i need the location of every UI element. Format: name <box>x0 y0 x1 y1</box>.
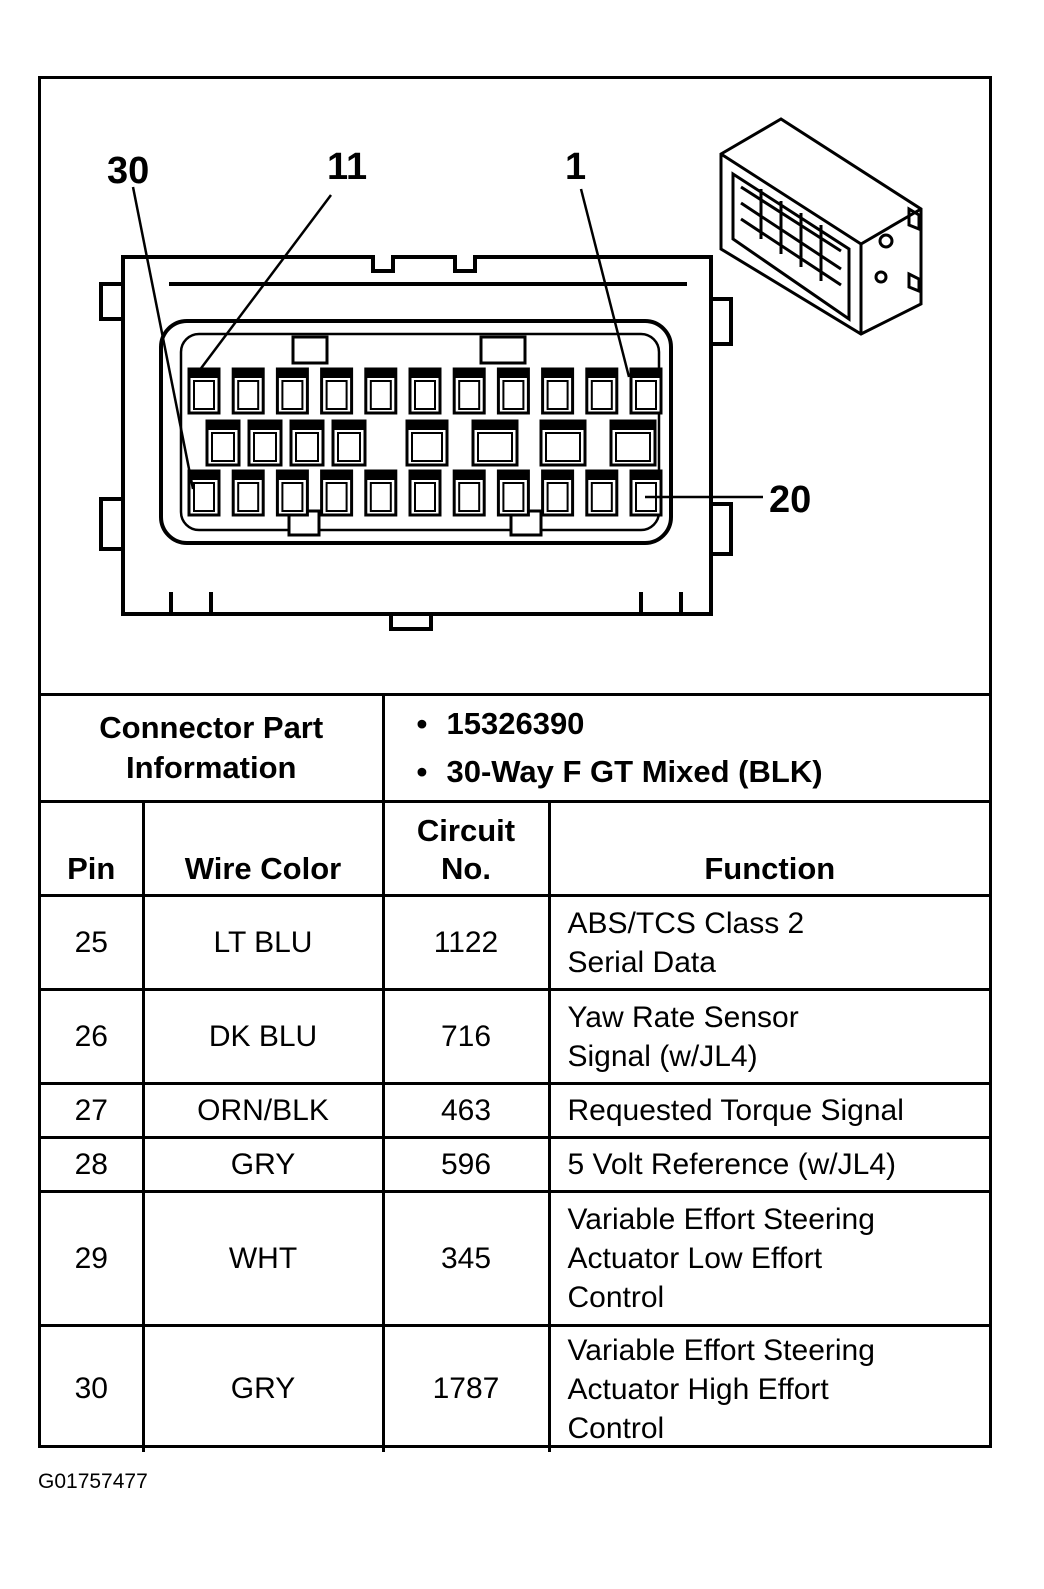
pin-cavities <box>187 367 663 517</box>
pin-cavity <box>405 419 449 467</box>
pin-cavity <box>408 469 442 517</box>
wire-color-cell: GRY <box>141 1136 385 1193</box>
pin-cavity <box>541 367 575 415</box>
part-number: 15326390 <box>447 700 990 748</box>
function-line: Actuator Low Effort <box>567 1242 823 1275</box>
pin-cavity <box>231 469 265 517</box>
function-cell: 5 Volt Reference (w/JL4) <box>547 1136 990 1193</box>
function-line: Serial Data <box>567 945 716 979</box>
function-cell: Requested Torque Signal <box>547 1082 990 1139</box>
figure-frame: 30 11 1 20 Connector Part Information <box>38 76 992 1452</box>
function-line: Control <box>567 1411 665 1445</box>
pin-cavity <box>629 469 663 517</box>
connector-diagram: 30 11 1 20 <box>99 117 923 631</box>
pin-cell: 29 <box>41 1190 145 1327</box>
header-wire-color: Wire Color <box>141 800 385 896</box>
pin-cavity <box>247 419 283 467</box>
callout-label-30: 30 <box>107 150 149 192</box>
function-line: Actuator High Effort <box>567 1372 829 1406</box>
circuit-cell: 716 <box>381 988 551 1085</box>
function-line: Variable Effort Steering <box>567 1203 875 1236</box>
pin-cavity <box>609 419 657 467</box>
pin-cavity <box>187 367 221 415</box>
pin-cavity <box>408 367 442 415</box>
pin-cell: 30 <box>41 1324 145 1452</box>
circuit-cell: 1122 <box>381 894 551 991</box>
connector-perspective-view <box>719 117 923 336</box>
inner-shell-outer <box>159 319 673 545</box>
wire-color-cell: GRY <box>141 1324 385 1452</box>
pin-cell: 25 <box>41 894 145 991</box>
wire-color-cell: DK BLU <box>141 988 385 1085</box>
function-cell: ABS/TCS Class 2 Serial Data <box>547 894 990 991</box>
connector-description: 30-Way F GT Mixed (BLK) <box>447 748 990 796</box>
pin-cavity <box>331 419 367 467</box>
header-row: Pin Wire Color Circuit No. Function <box>41 800 990 896</box>
function-line: Yaw Rate Sensor <box>567 1000 799 1034</box>
latches <box>287 335 543 537</box>
pin-cavity <box>585 367 619 415</box>
wire-color-cell: WHT <box>141 1190 385 1327</box>
pin-cavity <box>205 419 241 467</box>
header-circuit-no: Circuit No. <box>381 800 551 896</box>
callout-label-20: 20 <box>769 479 811 521</box>
connector-info-row: Connector Part Information 15326390 30-W… <box>41 693 990 803</box>
header-pin: Pin <box>41 800 145 896</box>
pin-cavity <box>364 367 398 415</box>
header-function: Function <box>547 800 990 896</box>
wire-color-cell: LT BLU <box>141 894 385 991</box>
connector-info-values: 15326390 30-Way F GT Mixed (BLK) <box>381 693 990 803</box>
pin-cavity <box>541 469 575 517</box>
wire-color-cell: ORN/BLK <box>141 1082 385 1139</box>
pin-cavity <box>585 469 619 517</box>
function-line: Control <box>567 1281 665 1314</box>
pin-cavity <box>496 469 530 517</box>
pin-cavity <box>231 367 265 415</box>
connector-housing <box>99 255 733 631</box>
callout-label-1: 1 <box>565 146 586 188</box>
pin-cavity <box>289 419 325 467</box>
pin-cell: 28 <box>41 1136 145 1193</box>
function-line: Requested Torque Signal <box>567 1094 904 1127</box>
connector-table: Connector Part Information 15326390 30-W… <box>41 693 990 1452</box>
callout-lines <box>131 186 763 499</box>
connector-info-label: Connector Part Information <box>41 693 385 803</box>
pin-cavity <box>275 469 309 517</box>
pin-cell: 26 <box>41 988 145 1085</box>
pin-cavity <box>320 469 354 517</box>
pin-cavity <box>364 469 398 517</box>
pin-cavity <box>320 367 354 415</box>
function-line: Signal (w/JL4) <box>567 1039 758 1073</box>
pin-cavity <box>539 419 587 467</box>
pin-cell: 27 <box>41 1082 145 1139</box>
function-line: Variable Effort Steering <box>567 1333 875 1367</box>
circuit-cell: 463 <box>381 1082 551 1139</box>
pin-cavity <box>471 419 519 467</box>
figure-id: G01757477 <box>38 1470 148 1493</box>
pin-cavity <box>629 367 663 415</box>
circuit-cell: 345 <box>381 1190 551 1327</box>
function-line: 5 Volt Reference (w/JL4) <box>567 1148 897 1181</box>
circuit-cell: 596 <box>381 1136 551 1193</box>
pin-cavity <box>275 367 309 415</box>
pin-cavity <box>496 367 530 415</box>
callout-label-11: 11 <box>327 146 367 188</box>
pin-cavity <box>452 469 486 517</box>
pin-cavity <box>187 469 221 517</box>
function-line: ABS/TCS Class 2 <box>567 906 805 940</box>
pin-cavity <box>452 367 486 415</box>
circuit-cell: 1787 <box>381 1324 551 1452</box>
